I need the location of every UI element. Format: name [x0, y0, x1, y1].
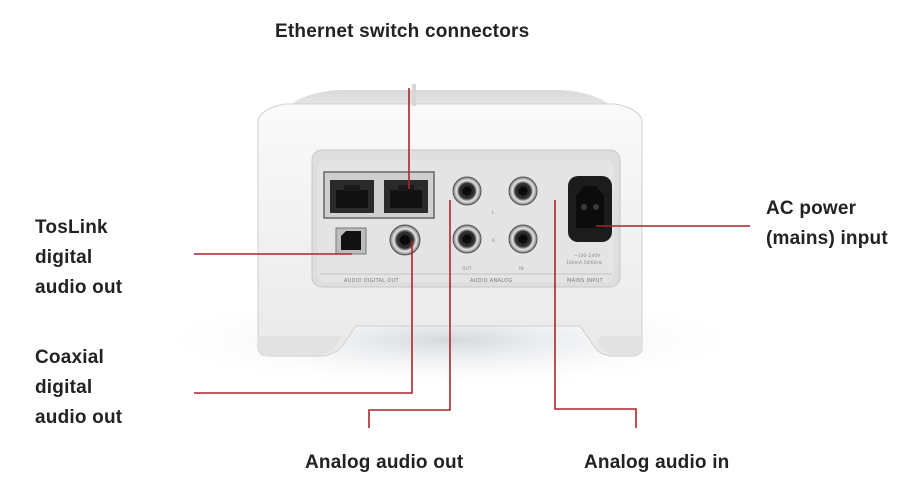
- panel-label-audio-analog: AUDIO ANALOG: [470, 278, 513, 284]
- label-line: (mains) input: [766, 228, 888, 249]
- jack-out-label: OUT: [462, 266, 472, 272]
- rca-jack-in-r: [508, 224, 538, 254]
- label-line: audio out: [35, 277, 123, 298]
- top-slot: [412, 84, 416, 106]
- leader-analog-out: [368, 200, 451, 428]
- panel-label-mains-input: MAINS INPUT: [567, 278, 604, 284]
- device-base-trim: [258, 336, 642, 355]
- jack-r-label: R: [492, 238, 495, 244]
- mains-rating-2: 100mA 50/60Hz: [566, 260, 603, 266]
- label-line: AC power: [766, 198, 857, 219]
- label-ethernet-switch-connectors: Ethernet switch connectors: [275, 21, 530, 42]
- leader-lines: [194, 88, 750, 428]
- rca-jack-out-r: [452, 224, 482, 254]
- label-line: TosLink: [35, 217, 108, 238]
- label-analog-audio-in: Analog audio in: [584, 452, 730, 473]
- ethernet-port-2: [384, 180, 428, 213]
- label-ac-power-input: AC power (mains) input: [766, 194, 888, 254]
- label-line: audio out: [35, 407, 123, 428]
- ethernet-port-1: [330, 180, 374, 213]
- label-toslink-digital-audio-out: TosLink digital audio out: [35, 213, 122, 303]
- jack-l-label: L: [492, 210, 495, 216]
- rca-jack-out-l: [452, 176, 482, 206]
- mains-input-socket: [568, 176, 612, 242]
- label-coaxial-digital-audio-out: Coaxial digital audio out: [35, 343, 122, 433]
- jack-in-label: IN: [519, 266, 524, 272]
- leader-coaxial: [194, 241, 413, 394]
- panel-label-audio-digital-out: AUDIO DIGITAL OUT: [344, 278, 399, 284]
- label-analog-audio-out: Analog audio out: [305, 452, 464, 473]
- mains-rating-1: ~100–240V: [574, 253, 601, 259]
- leader-analog-in: [554, 200, 637, 428]
- label-line: digital: [35, 377, 93, 398]
- label-line: Coaxial: [35, 347, 104, 368]
- label-line: digital: [35, 247, 93, 268]
- rca-jack-in-l: [508, 176, 538, 206]
- toslink-port: [335, 227, 367, 255]
